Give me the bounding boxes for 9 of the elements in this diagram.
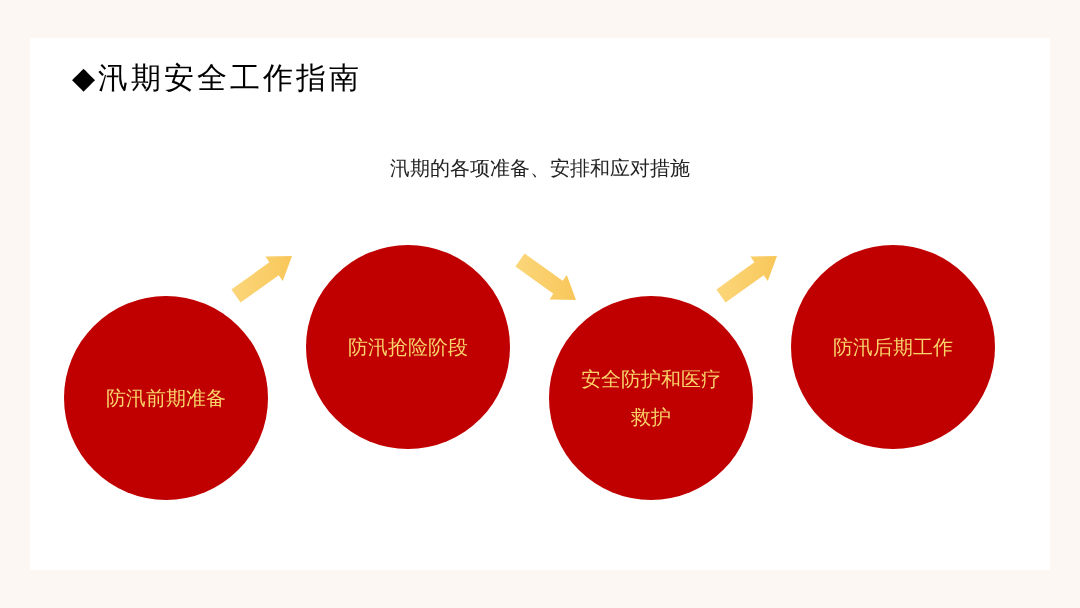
title: ◆汛期安全工作指南 — [72, 59, 363, 97]
arrow — [716, 256, 777, 303]
stage-label: 安全防护和医疗救护 — [580, 366, 722, 431]
subtitle: 汛期的各项准备、安排和应对措施 — [389, 155, 691, 182]
arrow — [515, 253, 576, 300]
stage-label: 防汛抢险阶段 — [348, 334, 468, 361]
arrow — [231, 256, 292, 303]
stage-label: 防汛后期工作 — [833, 334, 953, 361]
stage-label: 防汛前期准备 — [106, 385, 226, 412]
